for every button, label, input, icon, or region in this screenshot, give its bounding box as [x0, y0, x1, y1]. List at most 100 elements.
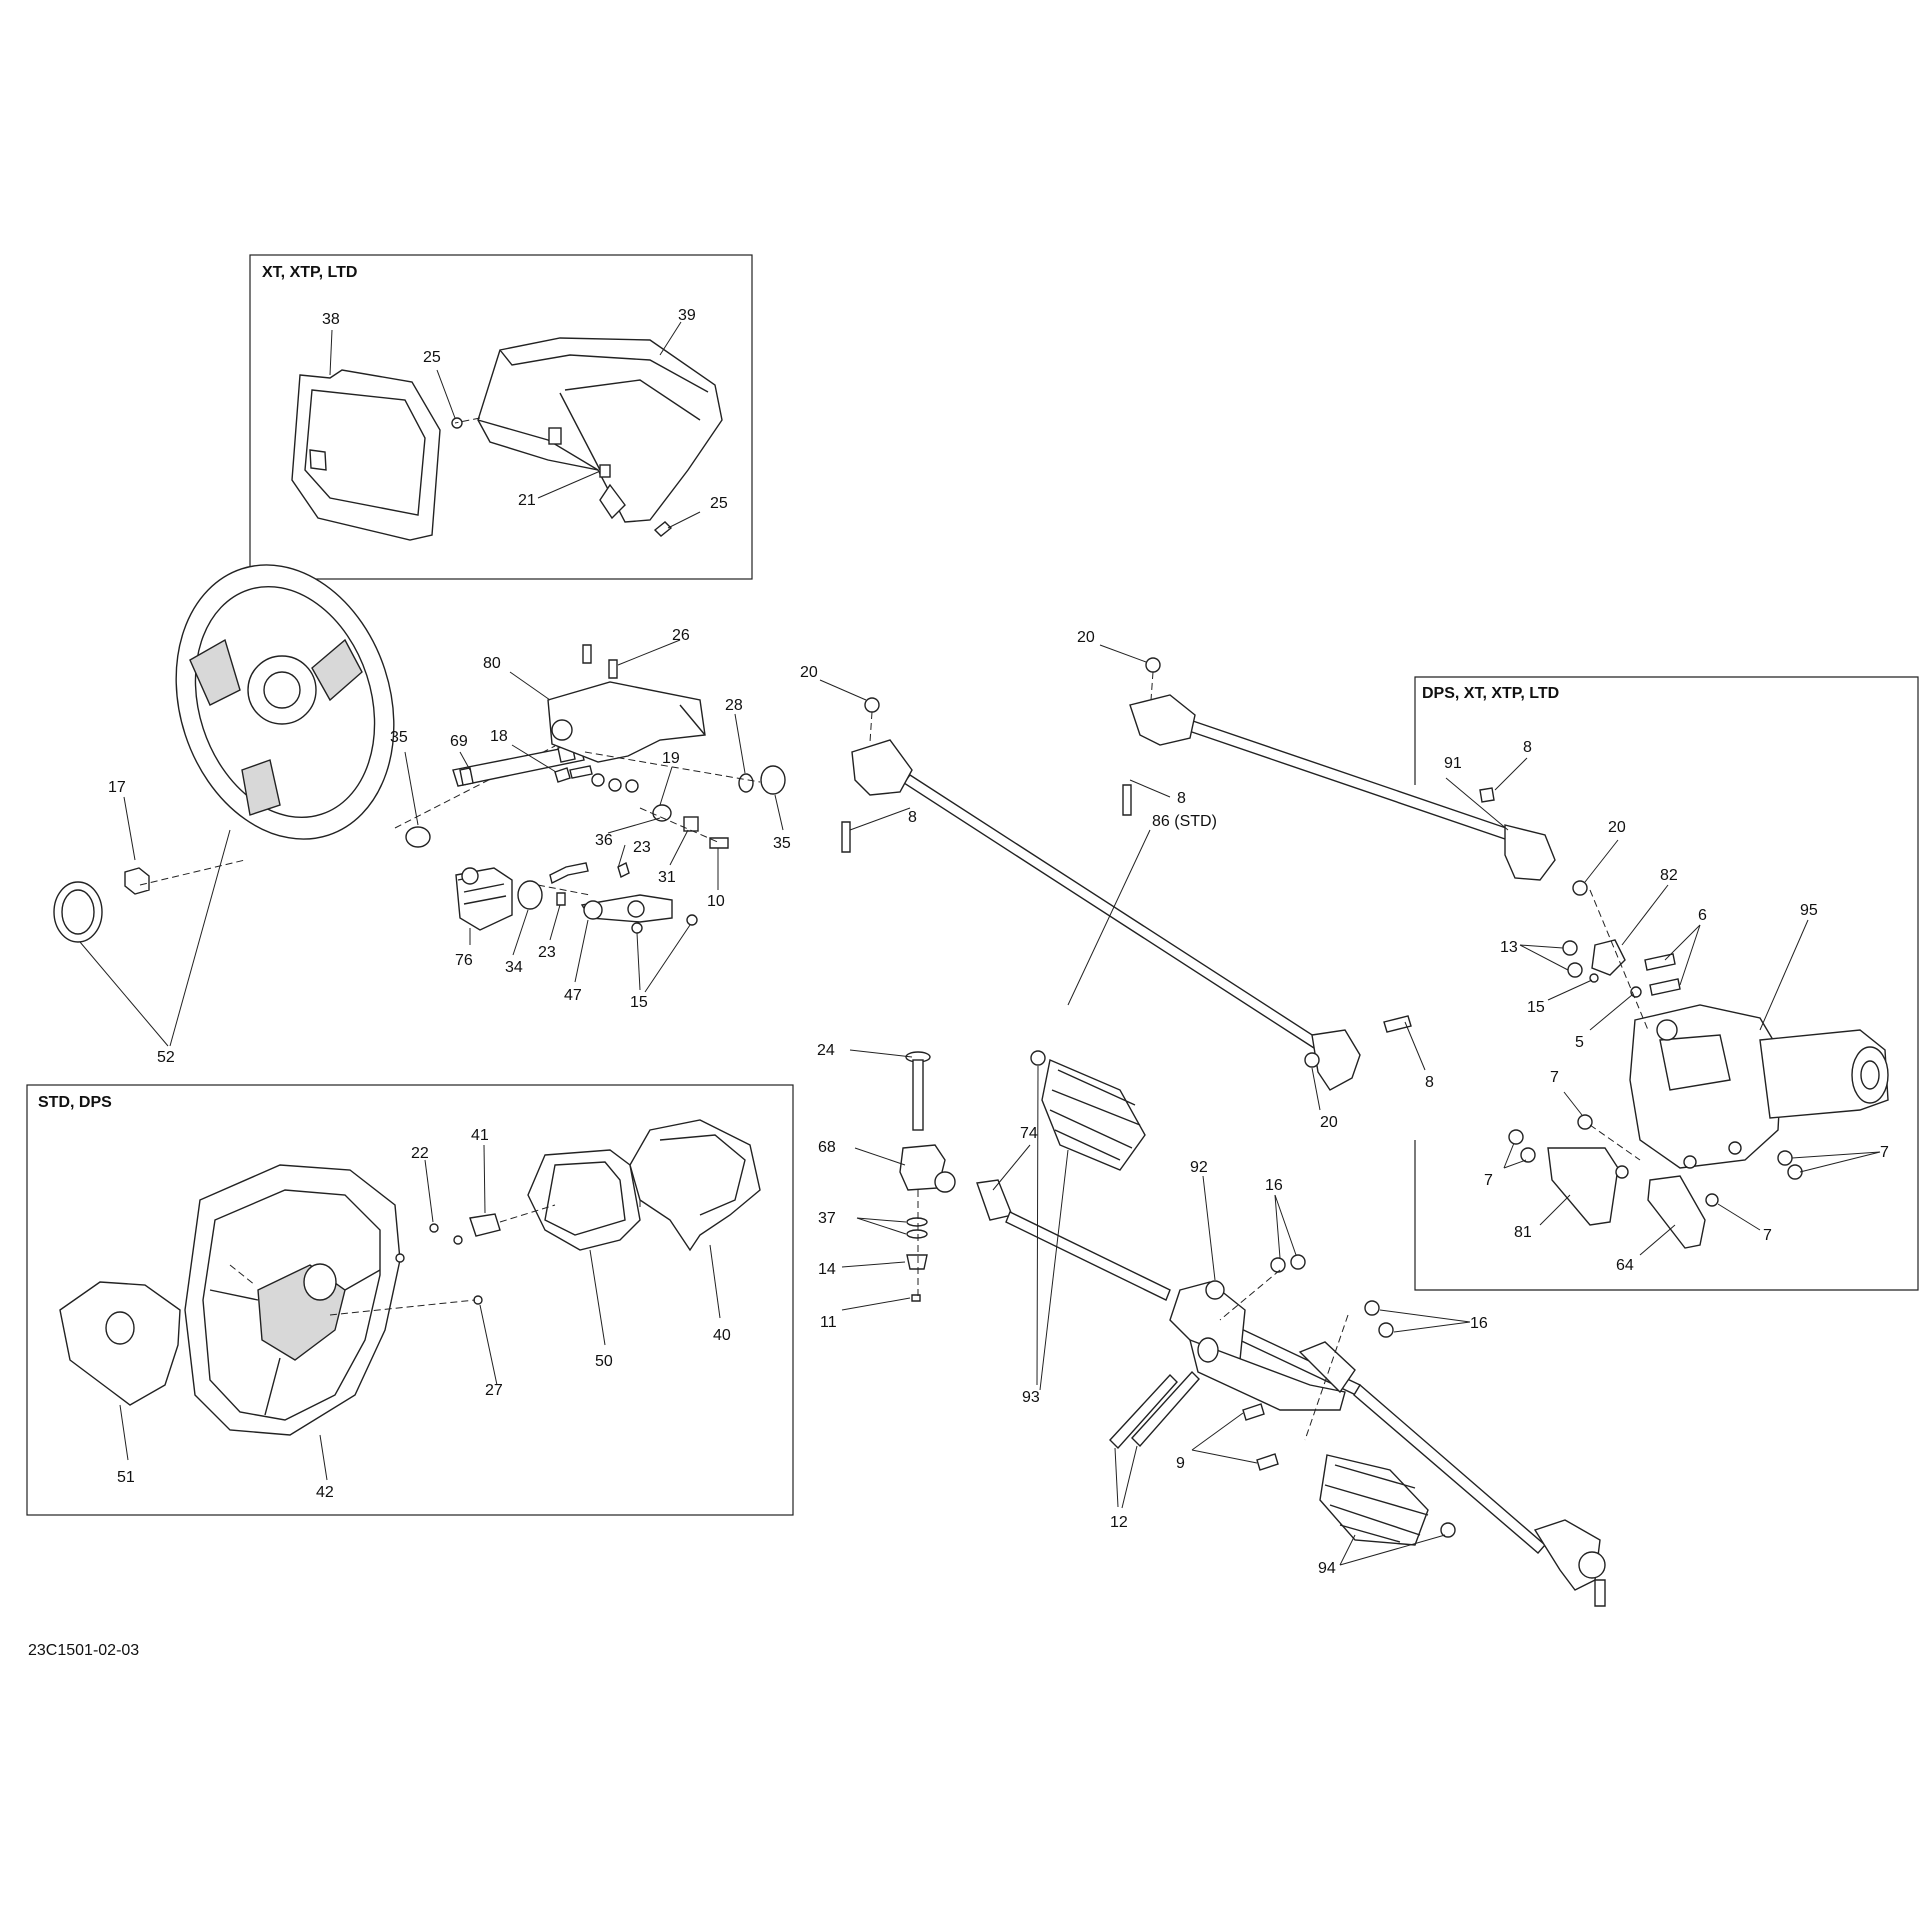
callout-23: 23	[538, 944, 556, 961]
callout-8: 8	[908, 809, 917, 826]
part-8-bolt-a	[841, 821, 851, 853]
box-dps-xt-xtp-ltd: DPS, XT, XTP, LTD	[1414, 676, 1919, 1291]
part-95-eps-unit	[1629, 1004, 1889, 1169]
part-12-bolts	[1109, 1370, 1200, 1450]
box-xt-xtp-ltd: XT, XTP, LTD 38 25 39 21 25	[249, 254, 753, 580]
part-7-bolts	[1508, 1114, 1803, 1207]
part-23-pin-a	[549, 862, 589, 885]
callout-18: 18	[490, 728, 508, 745]
part-13-nut-b	[1567, 962, 1583, 978]
part-27-screw	[473, 1295, 483, 1305]
part-6-bolts	[1644, 953, 1681, 996]
callout-25: 25	[710, 495, 728, 512]
callout-38: 38	[322, 311, 340, 328]
part-11-cotter	[911, 1294, 921, 1302]
callout-69: 69	[450, 733, 468, 750]
callout-82: 82	[1660, 867, 1678, 884]
part-24-bolt	[905, 1051, 931, 1131]
callout-28: 28	[725, 697, 743, 714]
box-label-dps-xt-xtp-ltd: DPS, XT, XTP, LTD	[1422, 685, 1559, 702]
callout-10: 10	[707, 893, 725, 910]
part-14-nut	[906, 1254, 928, 1270]
callout-14: 14	[818, 1261, 836, 1278]
callout-41: 41	[471, 1127, 489, 1144]
callout-21: 21	[518, 492, 536, 509]
part-18-bolt	[554, 765, 593, 783]
callout-50: 50	[595, 1353, 613, 1370]
part-74-jam-nut	[976, 1179, 1013, 1221]
part-20-nut-c	[1572, 880, 1588, 896]
callout-39: 39	[678, 307, 696, 324]
part-23-pin-b	[556, 862, 630, 906]
part-40-gauge-housing	[629, 1119, 761, 1252]
part-15-screws	[631, 914, 698, 934]
callout-35: 35	[390, 729, 408, 746]
part-35-bushing-a	[405, 826, 431, 848]
part-13-nut-a	[1562, 940, 1578, 956]
part-27-screw-top	[395, 1253, 405, 1263]
callout-68: 68	[818, 1139, 836, 1156]
callout-42: 42	[316, 1484, 334, 1501]
callout-81: 81	[1514, 1224, 1532, 1241]
part-81-bracket	[1547, 1147, 1619, 1226]
part-39-instrument-cover	[477, 337, 723, 523]
part-26-bolts	[582, 644, 618, 679]
steering-wheel-52	[175, 564, 395, 840]
callout-76: 76	[455, 952, 473, 969]
callout-20: 20	[1320, 1114, 1338, 1131]
callout-95: 95	[1800, 902, 1818, 919]
part-76-motor-assy	[455, 867, 513, 931]
callout-15: 15	[630, 994, 648, 1011]
part-94-clamp	[1440, 1522, 1456, 1538]
callout-7: 7	[1484, 1172, 1493, 1189]
callout-35: 35	[773, 835, 791, 852]
part-16-nuts	[1270, 1254, 1394, 1338]
callout-15: 15	[1527, 999, 1545, 1016]
callout-86: 86 (STD)	[1152, 813, 1217, 830]
callout-12: 12	[1110, 1514, 1128, 1531]
callout-5: 5	[1575, 1034, 1584, 1051]
part-93-boot-left	[1041, 1059, 1146, 1171]
callout-40: 40	[713, 1327, 731, 1344]
callout-52: 52	[157, 1049, 175, 1066]
part-17-nut	[124, 867, 150, 895]
part-36-spacer	[652, 804, 672, 822]
part-19-nuts	[591, 773, 639, 793]
callout-64: 64	[1616, 1257, 1634, 1274]
callout-7: 7	[1880, 1144, 1889, 1161]
part-93-clamp	[1030, 1050, 1046, 1066]
callout-26: 26	[672, 627, 690, 644]
callout-80: 80	[483, 655, 501, 672]
part-8-bolt-d	[1383, 1015, 1412, 1033]
callout-51: 51	[117, 1469, 135, 1486]
part-34-ring	[517, 880, 543, 910]
callout-9: 9	[1176, 1455, 1185, 1472]
part-37-washers	[906, 1217, 928, 1239]
part-51-center-cover	[59, 1281, 181, 1406]
callout-37: 37	[818, 1210, 836, 1227]
part-92-steering-rack	[1005, 1211, 1546, 1554]
box-label-xt-xtp-ltd: XT, XTP, LTD	[262, 264, 357, 281]
callout-7: 7	[1763, 1227, 1772, 1244]
part-82-coupler	[1591, 939, 1626, 976]
part-35-bushing-b	[760, 765, 786, 795]
part-50-bezel	[527, 1149, 641, 1251]
part-22-screw-a	[429, 1223, 439, 1233]
callout-7: 7	[1550, 1069, 1559, 1086]
callout-47: 47	[564, 987, 582, 1004]
part-22-screw-b	[453, 1235, 463, 1245]
part-21-clip-b	[599, 464, 611, 478]
part-64-bracket	[1647, 1175, 1706, 1249]
callout-8: 8	[1425, 1074, 1434, 1091]
part-86-intermediate-shaft-std	[851, 739, 1361, 1091]
callout-36: 36	[595, 832, 613, 849]
callout-16: 16	[1265, 1177, 1283, 1194]
part-42-steering-wheel	[184, 1164, 401, 1436]
callout-91: 91	[1444, 755, 1462, 772]
callout-24: 24	[817, 1042, 835, 1059]
callout-22: 22	[411, 1145, 429, 1162]
part-94-tie-rod-end-right	[1533, 1519, 1606, 1607]
part-41-clip	[469, 1213, 501, 1237]
box-label-std-dps: STD, DPS	[38, 1094, 112, 1111]
